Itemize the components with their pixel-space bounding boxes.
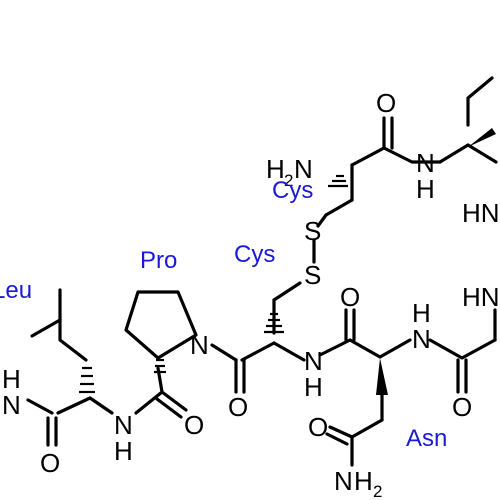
bond-leu-co-left: [26, 398, 54, 415]
atom-o-asn-side: O: [308, 412, 328, 442]
bond-cys1-calpha: [350, 146, 386, 167]
residue-label-asn: Asn: [406, 425, 447, 452]
atom-nh-asn-right-n: N: [412, 324, 431, 354]
bond-pro-nh: [134, 390, 164, 415]
atom-s1: S: [304, 216, 321, 246]
residue-labels: Cys Cys Pro Leu Asn: [0, 177, 447, 452]
atom-amide-nh-top-h: H: [416, 174, 435, 204]
bond-asn-to-right: [428, 338, 497, 360]
atom-asn-amide-n: N: [334, 466, 353, 496]
atom-nh-leu-h: H: [114, 436, 133, 466]
bond-cys1-side2: [324, 198, 354, 217]
bond-pro-co-double: [155, 397, 183, 419]
bond-nh-asn-co: [318, 338, 352, 357]
atom-labels: H 2 N O N H HN HN S S O N H N H O N O O …: [2, 88, 500, 500]
bond-s-ch2: [272, 281, 302, 302]
hash-bond-pro: [154, 358, 166, 374]
bond-network: [26, 76, 498, 467]
stereo-bonds: [79, 128, 496, 395]
bond-leu-isopropyl: [30, 318, 62, 338]
bond-cys1-backbone: [382, 146, 442, 164]
hash-bond-leu: [79, 366, 95, 394]
atom-asn-amide-sub: 2: [373, 482, 382, 500]
bond-pro-ring: [124, 290, 198, 360]
residue-label-cys1: Cys: [272, 177, 313, 204]
atom-nh-leu-n: N: [114, 410, 133, 440]
atom-leu-left-h: H: [2, 364, 21, 394]
atom-o-asn-carbonyl: O: [340, 282, 360, 312]
hash-bond-cys6: [264, 312, 284, 334]
bond-co-npro: [210, 343, 238, 362]
residue-label-leu: Leu: [0, 277, 32, 304]
wedge-bond-top: [468, 128, 496, 147]
atom-n-terminus-h: H: [266, 154, 285, 184]
atom-n-terminus-n: N: [294, 154, 313, 184]
residue-label-pro: Pro: [140, 247, 177, 274]
atom-asn-amide-h: H: [354, 466, 373, 496]
atom-o-cys6: O: [228, 392, 248, 422]
atom-leu-left-n: N: [2, 390, 21, 420]
wedge-bond-asn: [376, 358, 388, 395]
bond-top-chain: [466, 76, 494, 127]
atom-o-leu: O: [40, 448, 60, 478]
bond-asn-side-co-double: [325, 432, 349, 446]
bond-top-ring: [466, 143, 498, 164]
bond-leu-nh: [88, 396, 114, 415]
atom-hn-right-mid: HN: [462, 282, 500, 312]
atom-hn-right-top: HN: [462, 198, 500, 228]
atom-s2: S: [304, 260, 321, 290]
atom-n-pro: N: [190, 330, 209, 360]
bond-asn-side-co: [328, 425, 354, 439]
bond-asn-backbone: [348, 338, 412, 359]
atom-o-top: O: [376, 88, 396, 118]
bond-cys6-to-co: [240, 341, 276, 362]
atom-o-right-bottom: O: [452, 392, 472, 422]
bond-pro-co: [160, 390, 188, 412]
bond-asn-side2: [350, 418, 384, 467]
bond-cys1-s: [316, 213, 328, 228]
hash-bond-cys1: [328, 174, 348, 188]
bond-leu-co: [56, 396, 92, 415]
atom-nh-asn-right-h: H: [412, 298, 431, 328]
bond-leu-side: [58, 288, 88, 362]
bond-top-nh: [438, 143, 470, 164]
atom-nh-asn-left-h: H: [304, 372, 323, 402]
atom-nh-asn-left-n: N: [304, 346, 323, 376]
residue-label-cys6: Cys: [234, 241, 275, 268]
atom-n-terminus-sub: 2: [284, 171, 293, 190]
atom-o-pro: O: [184, 410, 204, 440]
atom-amide-nh-top-n: N: [416, 148, 435, 178]
bond-cys6-backbone-right: [272, 341, 306, 362]
